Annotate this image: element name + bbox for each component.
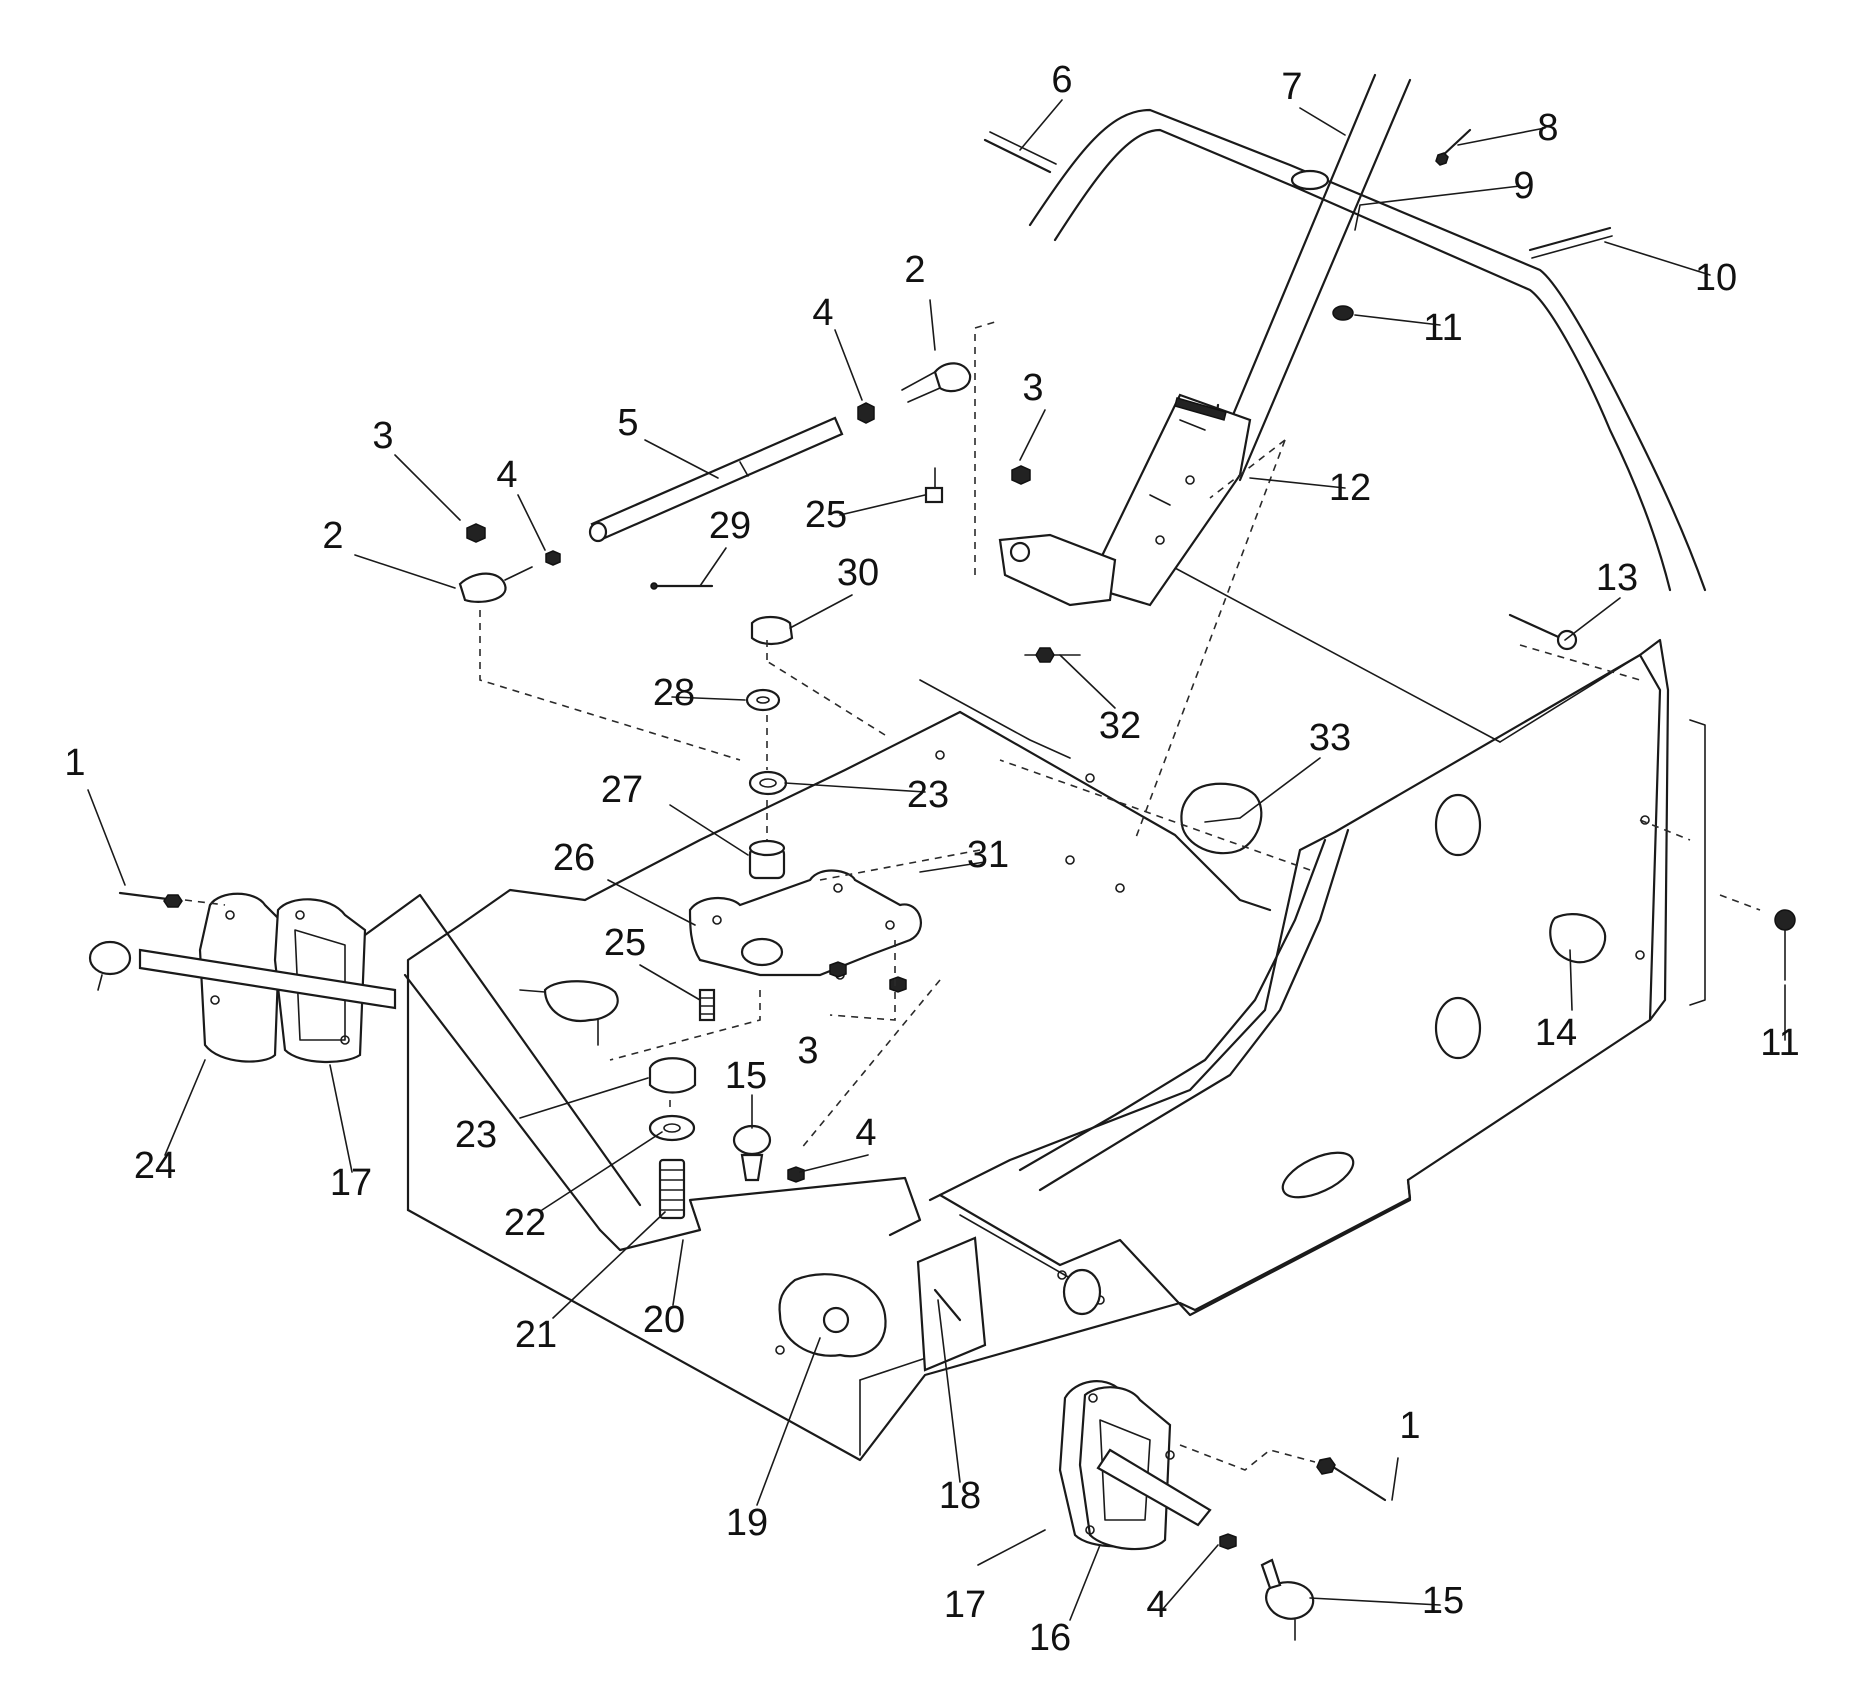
callout-19: 19 (726, 1502, 768, 1544)
callout-30: 30 (837, 552, 879, 594)
leader-lines (87, 99, 1786, 1621)
callout-4: 4 (812, 292, 833, 334)
callout-24: 24 (134, 1145, 176, 1187)
callout-17: 17 (944, 1584, 986, 1626)
callout-2: 2 (322, 515, 343, 557)
callout-25: 25 (604, 922, 646, 964)
left-spindle-assembly (88, 891, 619, 1063)
callout-15: 15 (725, 1055, 767, 1097)
callout-20: 20 (643, 1299, 685, 1341)
callout-8: 8 (1537, 107, 1558, 149)
callout-27: 27 (601, 769, 643, 811)
callout-4: 4 (1146, 1584, 1167, 1626)
callout-28: 28 (653, 672, 695, 714)
hardware (458, 128, 1796, 1220)
callout-26: 26 (553, 837, 595, 879)
callout-16: 16 (1029, 1617, 1071, 1659)
callout-33: 33 (1309, 717, 1351, 759)
callout-17: 17 (330, 1162, 372, 1204)
callout-4: 4 (496, 454, 517, 496)
callout-3: 3 (372, 415, 393, 457)
callout-13: 13 (1596, 557, 1638, 599)
steering-bracket (974, 321, 1286, 841)
callout-12: 12 (1329, 467, 1371, 509)
callout-4: 4 (855, 1112, 876, 1154)
right-spindle-assembly (1058, 1380, 1387, 1641)
callout-1: 1 (1399, 1405, 1420, 1447)
callout-22: 22 (504, 1202, 546, 1244)
callout-1: 1 (64, 742, 85, 784)
callout-15: 15 (1422, 1580, 1464, 1622)
callout-32: 32 (1099, 705, 1141, 747)
callout-14: 14 (1535, 1012, 1577, 1054)
callout-29: 29 (709, 505, 751, 547)
callout-3: 3 (797, 1030, 818, 1072)
callout-2: 2 (904, 249, 925, 291)
callout-25: 25 (805, 494, 847, 536)
callout-3: 3 (1022, 367, 1043, 409)
callout-10: 10 (1695, 257, 1737, 299)
callout-5: 5 (617, 402, 638, 444)
handlebar (1028, 108, 1707, 592)
callout-31: 31 (967, 834, 1009, 876)
callout-11: 11 (1423, 307, 1462, 349)
callout-23: 23 (455, 1114, 497, 1156)
callout-18: 18 (939, 1475, 981, 1517)
callout-23: 23 (907, 774, 949, 816)
tie-rod (588, 416, 844, 543)
callout-7: 7 (1281, 66, 1302, 108)
chassis-frame (363, 567, 1706, 1462)
callout-6: 6 (1051, 59, 1072, 101)
callout-11: 11 (1760, 1022, 1799, 1064)
callout-9: 9 (1513, 165, 1534, 207)
callout-21: 21 (515, 1314, 557, 1356)
